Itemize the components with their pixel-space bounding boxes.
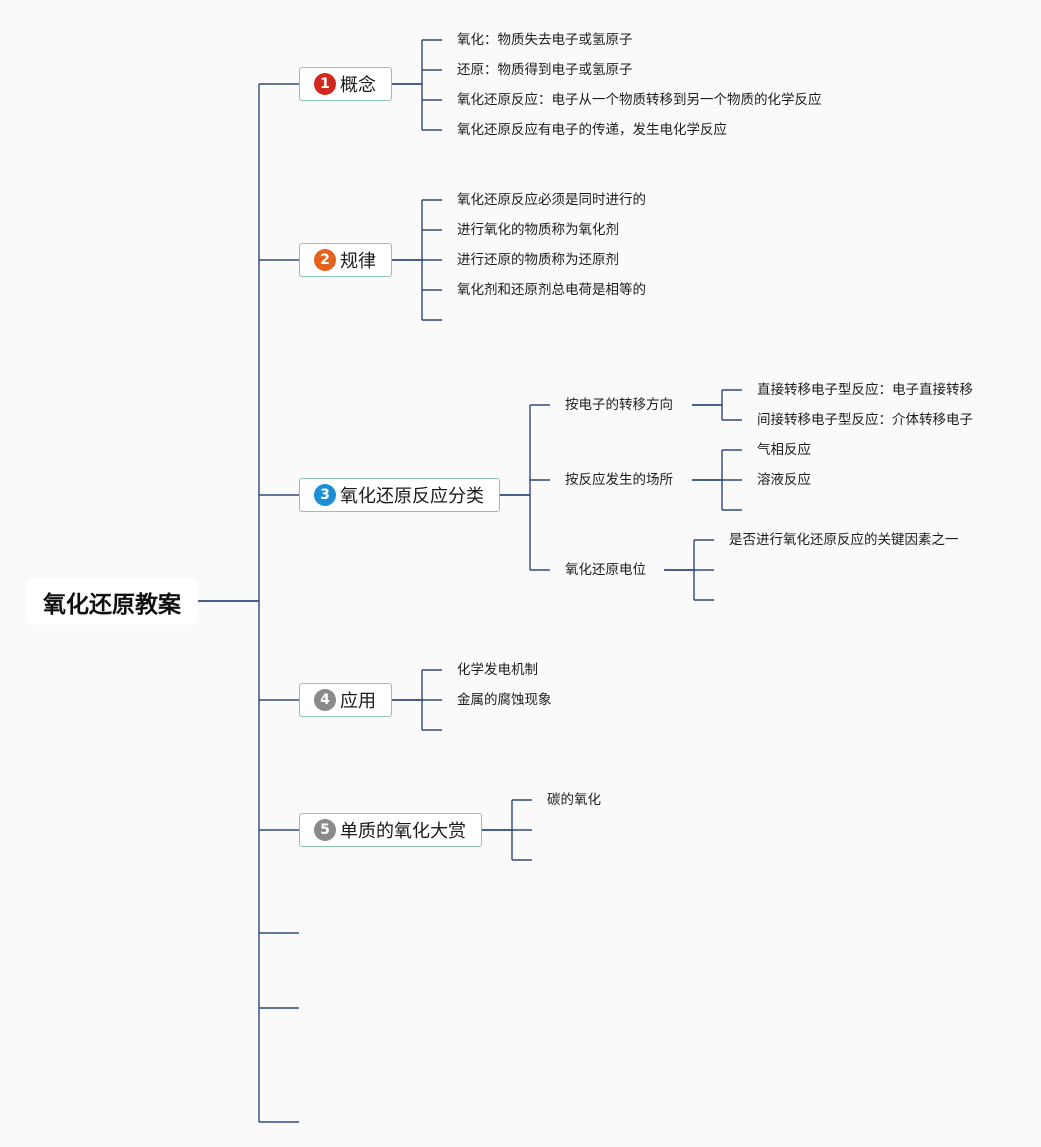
subtopic[interactable]: 氧化剂和还原剂总电荷是相等的 xyxy=(457,282,646,298)
subtopic[interactable]: 金属的腐蚀现象 xyxy=(457,692,552,708)
topic-label: 氧化还原反应分类 xyxy=(340,486,484,507)
subtopic[interactable]: 气相反应 xyxy=(757,442,811,458)
subtopic[interactable]: 是否进行氧化还原反应的关键因素之一 xyxy=(729,532,959,548)
subtopic[interactable]: 进行还原的物质称为还原剂 xyxy=(457,252,619,268)
number-badge-icon: 5 xyxy=(314,819,336,841)
topic-label: 规律 xyxy=(340,251,376,272)
subtopic[interactable]: 氧化还原反应：电子从一个物质转移到另一个物质的化学反应 xyxy=(457,92,822,108)
number-badge-icon: 4 xyxy=(314,689,336,711)
topic-label: 概念 xyxy=(340,75,376,96)
subtopic[interactable]: 还原：物质得到电子或氢原子 xyxy=(457,62,633,78)
subtopic-group[interactable]: 按电子的转移方向 xyxy=(565,397,673,413)
topic-label: 应用 xyxy=(340,691,376,712)
subtopic[interactable]: 氧化还原反应有电子的传递，发生电化学反应 xyxy=(457,122,727,138)
number-badge-icon: 1 xyxy=(314,73,336,95)
subtopic[interactable]: 进行氧化的物质称为氧化剂 xyxy=(457,222,619,238)
root-topic[interactable]: 氧化还原教案 xyxy=(26,579,198,625)
topic-classification[interactable]: 3 氧化还原反应分类 xyxy=(299,478,500,512)
subtopic[interactable]: 直接转移电子型反应：电子直接转移 xyxy=(757,382,973,398)
topic-application[interactable]: 4 应用 xyxy=(299,683,392,717)
topic-element-oxidation[interactable]: 5 单质的氧化大赏 xyxy=(299,813,482,847)
subtopic[interactable]: 溶液反应 xyxy=(757,472,811,488)
number-badge-icon: 2 xyxy=(314,249,336,271)
root-topic-label: 氧化还原教案 xyxy=(43,592,181,618)
subtopic-group[interactable]: 氧化还原电位 xyxy=(565,562,646,578)
topic-label: 单质的氧化大赏 xyxy=(340,821,466,842)
number-badge-icon: 3 xyxy=(314,484,336,506)
subtopic[interactable]: 化学发电机制 xyxy=(457,662,538,678)
topic-concept[interactable]: 1 概念 xyxy=(299,67,392,101)
subtopic[interactable]: 氧化：物质失去电子或氢原子 xyxy=(457,32,633,48)
subtopic[interactable]: 碳的氧化 xyxy=(547,792,601,808)
subtopic[interactable]: 氧化还原反应必须是同时进行的 xyxy=(457,192,646,208)
subtopic-group[interactable]: 按反应发生的场所 xyxy=(565,472,673,488)
topic-rules[interactable]: 2 规律 xyxy=(299,243,392,277)
subtopic[interactable]: 间接转移电子型反应：介体转移电子 xyxy=(757,412,973,428)
